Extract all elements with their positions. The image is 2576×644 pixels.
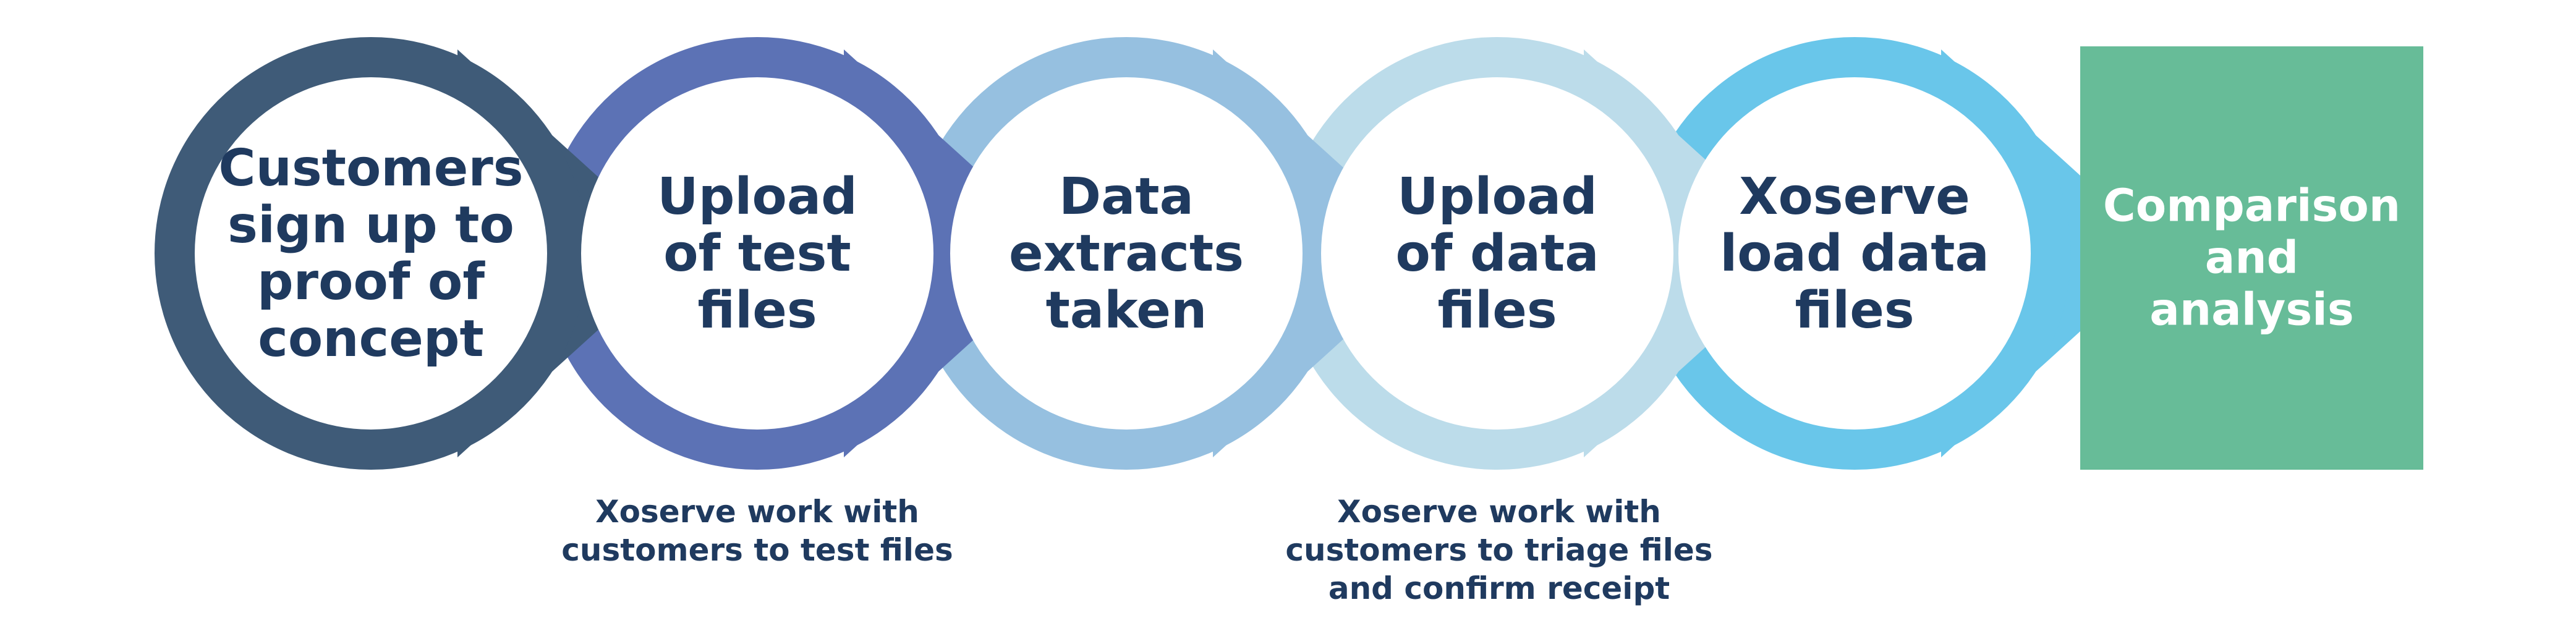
- step-label-line: files: [697, 281, 817, 340]
- note-line: Xoserve work with: [595, 494, 919, 530]
- step-label-line: proof of: [257, 253, 485, 311]
- step-label-line: taken: [1046, 281, 1207, 340]
- step-label-line: concept: [258, 310, 483, 368]
- step-inner-circle-1: [195, 77, 547, 430]
- note-line: customers to triage files: [1285, 532, 1712, 568]
- step-inner-circle-5: [1678, 77, 2031, 430]
- step-inner-circle-4: [1321, 77, 1673, 430]
- note-line: customers to test files: [561, 532, 953, 568]
- final-step-label-line: Comparison: [2103, 180, 2400, 232]
- step-inner-circle-3: [950, 77, 1303, 430]
- note-line: and confirm receipt: [1328, 570, 1670, 606]
- step-label-line: sign up to: [227, 196, 514, 255]
- step-label-line: Customers: [218, 139, 523, 198]
- final-step-label-line: and: [2205, 232, 2298, 284]
- inner-layer: [195, 77, 2031, 430]
- step-label-line: of data: [1395, 224, 1599, 283]
- step-label-line: Upload: [1397, 167, 1597, 226]
- step-inner-circle-2: [581, 77, 933, 430]
- step-label-line: load data: [1720, 224, 1989, 283]
- final-step-label-line: analysis: [2149, 284, 2353, 336]
- step-label-line: of test: [663, 224, 851, 283]
- step-label-line: Upload: [657, 167, 857, 226]
- note-line: Xoserve work with: [1337, 494, 1661, 530]
- step-label-line: Xoserve: [1739, 167, 1970, 226]
- step-label-line: Data: [1059, 167, 1194, 226]
- final-step-box: [2080, 46, 2423, 470]
- step-label-line: extracts: [1009, 224, 1244, 283]
- step-label-line: files: [1437, 281, 1557, 340]
- step-label-line: files: [1795, 281, 1914, 340]
